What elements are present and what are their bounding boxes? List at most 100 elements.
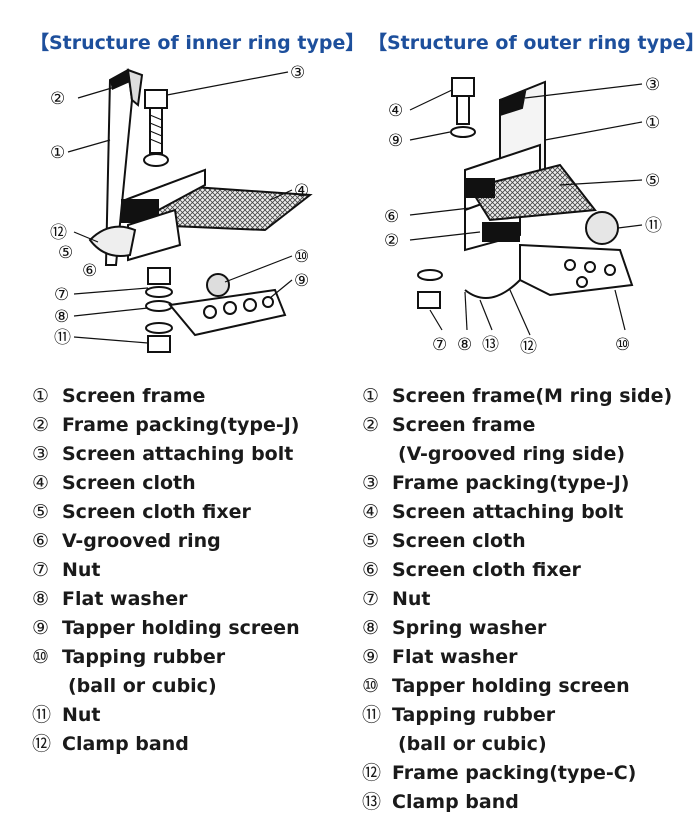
bolt-washer-shape <box>417 77 476 309</box>
legend-text: Screen cloth <box>62 472 196 494</box>
callout-9: ⑨ <box>388 131 403 151</box>
callout-6: ⑥ <box>384 207 399 227</box>
legend-num: ⑦ <box>362 588 380 610</box>
legend-item: ⑤ Screen cloth fixer <box>32 498 352 527</box>
legend-num: ⑧ <box>32 588 50 610</box>
callout-2: ② <box>384 231 399 251</box>
legend-num: ① <box>32 385 50 407</box>
callout-1: ① <box>645 113 660 133</box>
legend-num: ① <box>362 385 380 407</box>
legend-item-continued: (V-grooved ring side) <box>362 440 697 469</box>
legend-item: ⑪ Nut <box>32 701 352 730</box>
legend-item: ① Screen frame(M ring side) <box>362 382 697 411</box>
callout-3: ③ <box>645 75 660 95</box>
callout-1: ① <box>50 143 65 163</box>
legend-text: Screen frame <box>392 414 536 436</box>
callout-6: ⑥ <box>82 261 97 281</box>
legend-text: Screen cloth fixer <box>62 501 251 523</box>
callout-11: ⑪ <box>54 328 71 348</box>
legend-item: ⑨ Flat washer <box>362 643 697 672</box>
callout-5: ⑤ <box>58 243 73 263</box>
legend-text: Tapping rubber <box>62 646 226 668</box>
legend-text: V-grooved ring <box>62 530 221 552</box>
outer-ring-legend: ① Screen frame(M ring side) ② Screen frame… <box>362 382 697 817</box>
callout-7: ⑦ <box>54 285 69 305</box>
legend-item: ② Screen frame <box>362 411 697 440</box>
legend-text: Screen frame <box>62 385 206 407</box>
legend-num: ⑩ <box>32 646 50 668</box>
legend-text: (ball or cubic) <box>68 675 217 697</box>
legend-text: Nut <box>62 704 101 726</box>
legend-num: ⑪ <box>32 704 52 726</box>
callout-4: ④ <box>294 181 309 201</box>
legend-text: Screen attaching bolt <box>62 443 294 465</box>
callout-8: ⑧ <box>457 335 472 355</box>
callout-4: ④ <box>388 101 403 121</box>
legend-item: ⑤ Screen cloth <box>362 527 697 556</box>
callout-2: ② <box>50 89 65 109</box>
legend-item: ① Screen frame <box>32 382 352 411</box>
legend-text: Clamp band <box>62 733 189 755</box>
legend-text: Tapper holding screen <box>62 617 300 639</box>
legend-text: Flat washer <box>62 588 188 610</box>
legend-text: Nut <box>62 559 101 581</box>
ring-shape <box>88 168 206 262</box>
bolt-shape <box>143 89 169 167</box>
callout-12: ⑫ <box>520 337 537 357</box>
legend-num: ④ <box>362 501 380 523</box>
tapper-holding-screen-shape <box>464 211 634 299</box>
legend-text: Flat washer <box>392 646 518 668</box>
legend-text: (ball or cubic) <box>398 733 547 755</box>
tapper-holding-screen-shape <box>168 273 287 337</box>
leader-lines <box>67 71 293 344</box>
legend-num: ⑥ <box>32 530 50 552</box>
legend-item: ⑥ V-grooved ring <box>32 527 352 556</box>
legend-num: ③ <box>32 443 50 465</box>
legend-num: ⑫ <box>32 733 52 755</box>
callout-12: ⑫ <box>50 223 67 243</box>
legend-text: Screen frame(M ring side) <box>392 385 673 407</box>
legend-text: (V-grooved ring side) <box>398 443 626 465</box>
legend-text: Spring washer <box>392 617 547 639</box>
callout-5: ⑤ <box>645 171 660 191</box>
outer-ring-diagram: ③ ④ ① ⑨ ⑤ ⑥ ⑪ ② ⑦ ⑧ ⑬ ⑫ ⑩ <box>384 75 662 357</box>
legend-text: Nut <box>392 588 431 610</box>
callout-11: ⑪ <box>645 216 662 236</box>
legend-text: Frame packing(type-J) <box>62 414 300 436</box>
legend-item-continued: (ball or cubic) <box>362 730 697 759</box>
callout-7: ⑦ <box>432 335 447 355</box>
legend-item: ④ Screen attaching bolt <box>362 498 697 527</box>
legend-text: Clamp band <box>392 791 519 813</box>
legend-num: ⑪ <box>362 704 382 726</box>
legend-num: ③ <box>362 472 380 494</box>
legend-num: ⑩ <box>362 675 380 697</box>
callout-13: ⑬ <box>482 335 499 355</box>
legend-text: Screen attaching bolt <box>392 501 624 523</box>
legend-item: ⑦ Nut <box>362 585 697 614</box>
legend-text: Screen cloth <box>392 530 526 552</box>
legend-item: ⑫ Clamp band <box>32 730 352 759</box>
title-inner-ring-type: 【Structure of inner ring type】 <box>30 32 365 54</box>
inner-ring-diagram: ② ③ ① ④ ⑫ ⑤ ⑥ ⑩ ⑨ ⑦ ⑧ ⑪ <box>50 63 313 353</box>
cloth-shape <box>465 163 597 242</box>
callout-3: ③ <box>290 63 305 83</box>
legend-item: ⑩ Tapping rubber <box>32 643 352 672</box>
legend-item: ⑫ Frame packing(type-C) <box>362 759 697 788</box>
legend-num: ⑫ <box>362 762 382 784</box>
title-outer-ring-type: 【Structure of outer ring type】 <box>368 32 700 54</box>
legend-item-continued: (ball or cubic) <box>32 672 352 701</box>
legend-num: ⑥ <box>362 559 380 581</box>
legend-num: ⑤ <box>362 530 380 552</box>
legend-num: ② <box>362 414 380 436</box>
legend-item: ③ Screen attaching bolt <box>32 440 352 469</box>
callout-9: ⑨ <box>294 271 309 291</box>
legend-text: Frame packing(type-C) <box>392 762 637 784</box>
legend-num: ⑤ <box>32 501 50 523</box>
legend-num: ⑨ <box>362 646 380 668</box>
